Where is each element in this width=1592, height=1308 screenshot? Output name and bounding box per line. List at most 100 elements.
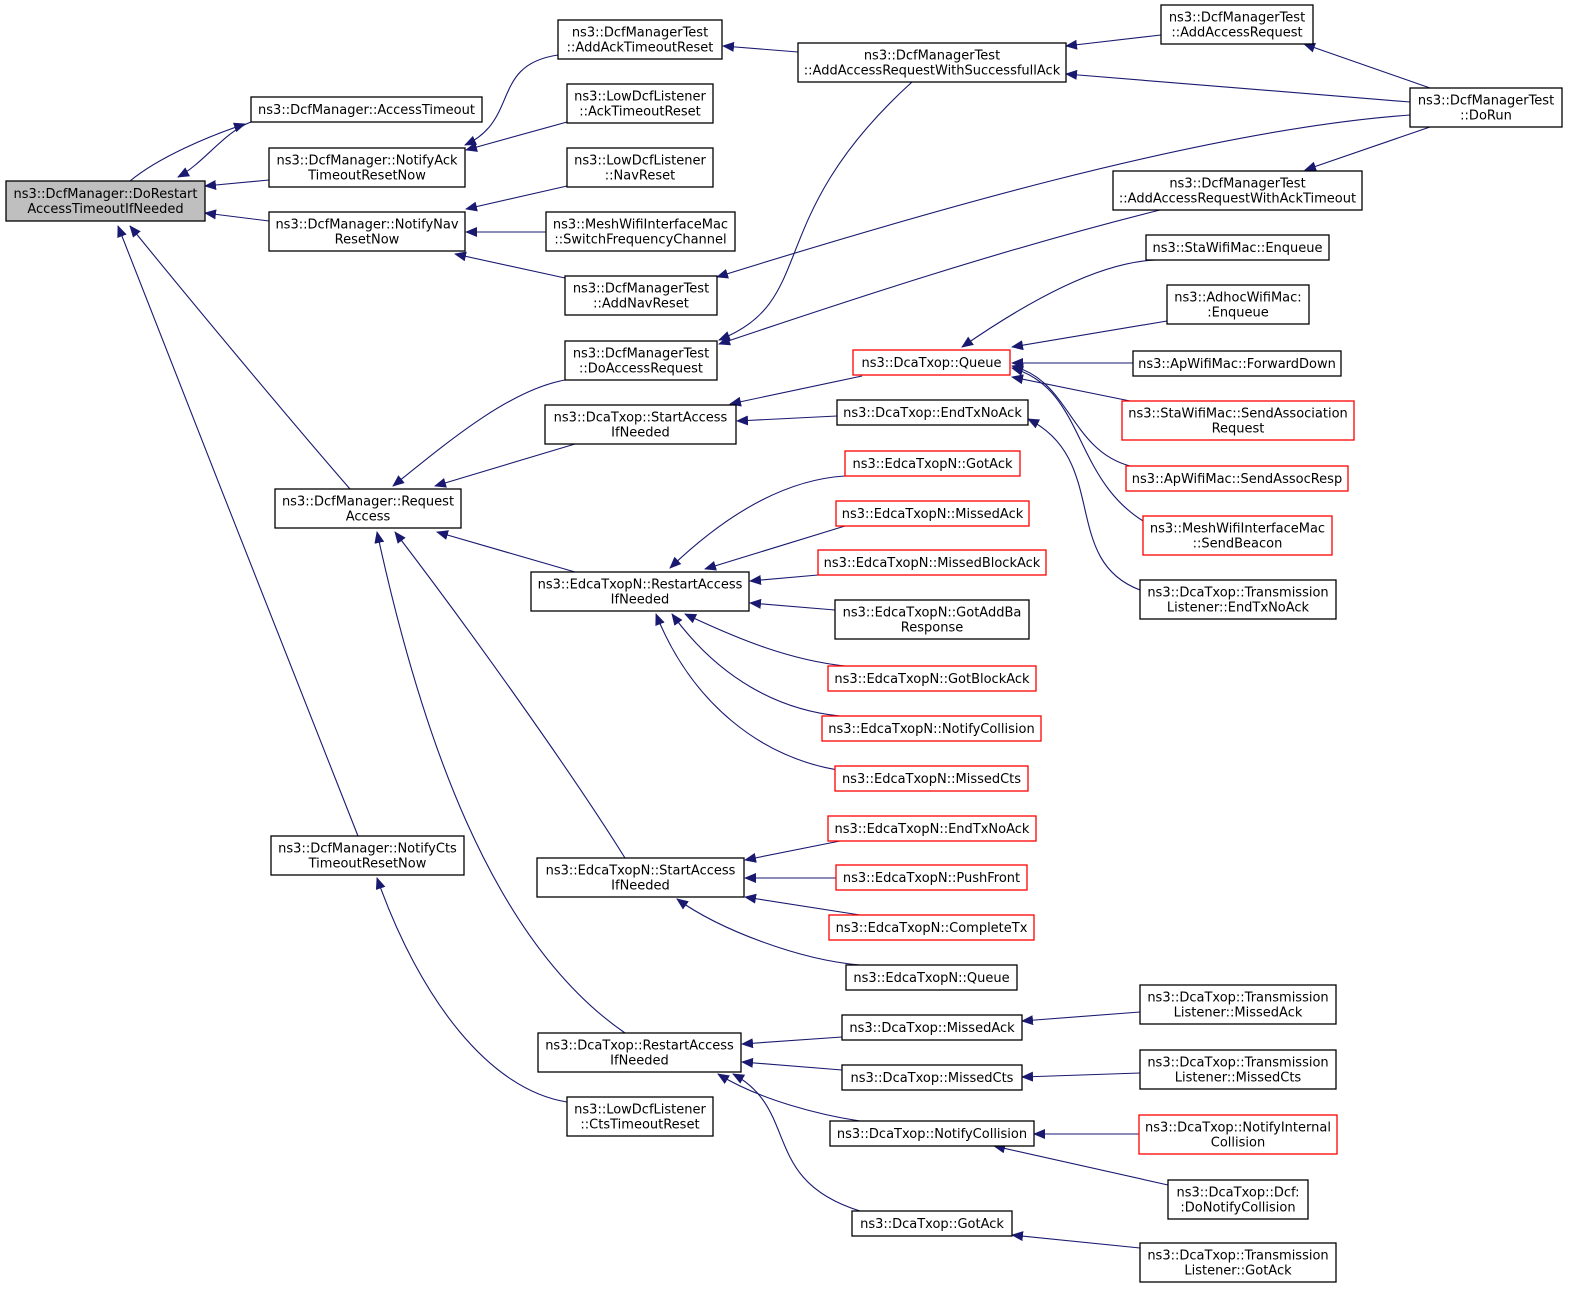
node-box: [1145, 234, 1330, 261]
node-lCts[interactable]: ns3::LowDcfListener::CtsTimeoutReset: [566, 1096, 714, 1137]
edge-dQueue-to-adhEnq: [1011, 320, 1168, 351]
edge-root-to-nCts: [117, 225, 359, 837]
node-meshBcn[interactable]: ns3::MeshWifiInterfaceMac::SendBeacon: [1142, 515, 1333, 556]
node-label-line: ns3::DcfManagerTest: [1169, 11, 1305, 26]
edge-tSucc-to-tDoRun: [1065, 69, 1411, 103]
node-eQueue[interactable]: ns3::EdcaTxopN::Queue: [845, 964, 1018, 991]
node-label-line: ns3::LowDcfListener: [574, 154, 706, 169]
node-staEnq[interactable]: ns3::StaWifiMac::Enqueue: [1145, 234, 1330, 261]
node-label-line: ns3::EdcaTxopN::GotAddBa: [843, 606, 1022, 621]
node-label-line: ns3::DcfManagerTest: [1169, 177, 1305, 192]
edge-line: [684, 613, 846, 667]
node-label-line: ns3::LowDcfListener: [574, 90, 706, 105]
node-label-line: ns3::AdhocWifiMac:: [1174, 291, 1301, 306]
node-tSucc[interactable]: ns3::DcfManagerTest::AddAccessRequestWit…: [797, 42, 1067, 83]
node-ePush[interactable]: ns3::EdcaTxopN::PushFront: [835, 864, 1028, 891]
node-label-line: Response: [901, 621, 963, 636]
node-box: [836, 399, 1029, 426]
edge-eRest-to-eMissCts: [655, 613, 846, 772]
edge-line: [741, 1057, 843, 1071]
node-tlMissAck[interactable]: ns3::DcaTxop::TransmissionListener::Miss…: [1139, 984, 1337, 1025]
node-eMissAck[interactable]: ns3::EdcaTxopN::MissedAck: [835, 500, 1030, 527]
node-box: [1166, 284, 1310, 325]
node-tlGotAck[interactable]: ns3::DcaTxop::TransmissionListener::GotA…: [1139, 1242, 1337, 1283]
node-accTO[interactable]: ns3::DcfManager::AccessTimeout: [250, 96, 483, 123]
node-dMissAck[interactable]: ns3::DcaTxop::MissedAck: [841, 1014, 1023, 1041]
node-tAckTO[interactable]: ns3::DcfManagerTest::AddAckTimeoutReset: [557, 19, 723, 60]
node-label-line: ns3::DcaTxop::StartAccess: [554, 411, 728, 426]
edge-tAddAcc-to-tDoRun: [1303, 42, 1431, 89]
node-box: [852, 349, 1011, 376]
node-box: [841, 1064, 1023, 1091]
node-box: [841, 1014, 1023, 1041]
edge-line: [717, 1073, 861, 1122]
node-box: [1132, 350, 1342, 377]
node-nCts[interactable]: ns3::DcfManager::NotifyCtsTimeoutResetNo…: [270, 835, 465, 876]
node-lNav[interactable]: ns3::LowDcfListener::NavReset: [566, 147, 714, 188]
node-apFwd[interactable]: ns3::ApWifiMac::ForwardDown: [1132, 350, 1342, 377]
node-label-line: ns3::DcfManagerTest: [572, 26, 708, 41]
edge-line: [961, 259, 1157, 348]
node-label-line: ns3::DcfManager::AccessTimeout: [258, 103, 475, 118]
edge-line: [1011, 374, 1141, 404]
node-dcfNotify[interactable]: ns3::DcaTxop::Dcf::DoNotifyCollision: [1167, 1179, 1309, 1220]
edge-dEndTx-to-tlEndTx: [1027, 418, 1141, 591]
edge-line: [704, 525, 846, 571]
node-box: [851, 1210, 1013, 1237]
edge-line: [434, 443, 576, 488]
node-dEndTx[interactable]: ns3::DcaTxop::EndTxNoAck: [836, 399, 1029, 426]
node-eMissCts[interactable]: ns3::EdcaTxopN::MissedCts: [834, 765, 1029, 792]
node-box: [1138, 1114, 1338, 1155]
node-eMissBA[interactable]: ns3::EdcaTxopN::MissedBlockAck: [817, 549, 1047, 576]
node-tDoRun[interactable]: ns3::DcfManagerTest::DoRun: [1409, 87, 1563, 128]
node-label-line: ns3::DcaTxop::EndTxNoAck: [843, 406, 1022, 421]
node-box: [1139, 1242, 1337, 1283]
node-dNotColl[interactable]: ns3::DcaTxop::NotifyCollision: [829, 1120, 1035, 1147]
node-label-line: ns3::DcfManager::DoRestart: [14, 187, 198, 202]
node-apAssoc[interactable]: ns3::ApWifiMac::SendAssocResp: [1125, 465, 1349, 492]
node-label-line: ns3::EdcaTxopN::RestartAccess: [538, 578, 743, 593]
edge-dQueue-to-staEnq: [961, 259, 1157, 348]
edge-line: [204, 209, 270, 222]
node-label-line: ns3::DcaTxop::MissedAck: [849, 1021, 1015, 1036]
edge-line: [1021, 1011, 1141, 1026]
node-tAddAcc[interactable]: ns3::DcfManagerTest::AddAccessRequest: [1160, 4, 1314, 45]
node-eGotBA[interactable]: ns3::EdcaTxopN::GotBlockAck: [827, 665, 1037, 692]
node-eEndTx[interactable]: ns3::EdcaTxopN::EndTxNoAck: [827, 815, 1037, 842]
node-label-line: ::AckTimeoutReset: [579, 105, 701, 120]
node-eCompl[interactable]: ns3::EdcaTxopN::CompleteTx: [828, 914, 1035, 941]
node-label-line: ns3::DcaTxop::GotAck: [860, 1217, 1004, 1232]
node-tDoAcc[interactable]: ns3::DcfManagerTest::DoAccessRequest: [564, 340, 718, 381]
node-tlMissCts[interactable]: ns3::DcaTxop::TransmissionListener::Miss…: [1139, 1049, 1337, 1090]
node-tlEndTx[interactable]: ns3::DcaTxop::TransmissionListener::EndT…: [1139, 579, 1337, 620]
node-tNav[interactable]: ns3::DcfManagerTest::AddNavReset: [564, 275, 718, 316]
node-mesh[interactable]: ns3::MeshWifiInterfaceMac::SwitchFrequen…: [545, 211, 736, 252]
node-dGotAck[interactable]: ns3::DcaTxop::GotAck: [851, 1210, 1013, 1237]
node-dMissCts[interactable]: ns3::DcaTxop::MissedCts: [841, 1064, 1023, 1091]
node-label-line: ns3::EdcaTxopN::GotBlockAck: [834, 672, 1030, 687]
node-eNotColl[interactable]: ns3::EdcaTxopN::NotifyCollision: [821, 715, 1042, 742]
edge-line: [1011, 320, 1168, 351]
edge-dNotColl-to-dcfNotify: [993, 1143, 1169, 1186]
edge-line: [1304, 126, 1431, 172]
edge-line: [744, 893, 861, 916]
edge-line: [741, 1036, 843, 1049]
node-dQueue[interactable]: ns3::DcaTxop::Queue: [852, 349, 1011, 376]
node-tAckTOr[interactable]: ns3::DcfManagerTest::AddAccessRequestWit…: [1112, 170, 1363, 211]
node-eGotAck[interactable]: ns3::EdcaTxopN::GotAck: [844, 450, 1021, 477]
node-nAckTO[interactable]: ns3::DcfManager::NotifyAckTimeoutResetNo…: [268, 147, 466, 188]
node-label-line: Request: [1212, 422, 1265, 437]
edge-tAckTO-to-tSucc: [722, 41, 799, 53]
node-root[interactable]: ns3::DcfManager::DoRestartAccessTimeoutI…: [5, 180, 206, 222]
node-adhEnq[interactable]: ns3::AdhocWifiMac::Enqueue: [1166, 284, 1310, 325]
node-lAckTO[interactable]: ns3::LowDcfListener::AckTimeoutReset: [566, 83, 714, 124]
